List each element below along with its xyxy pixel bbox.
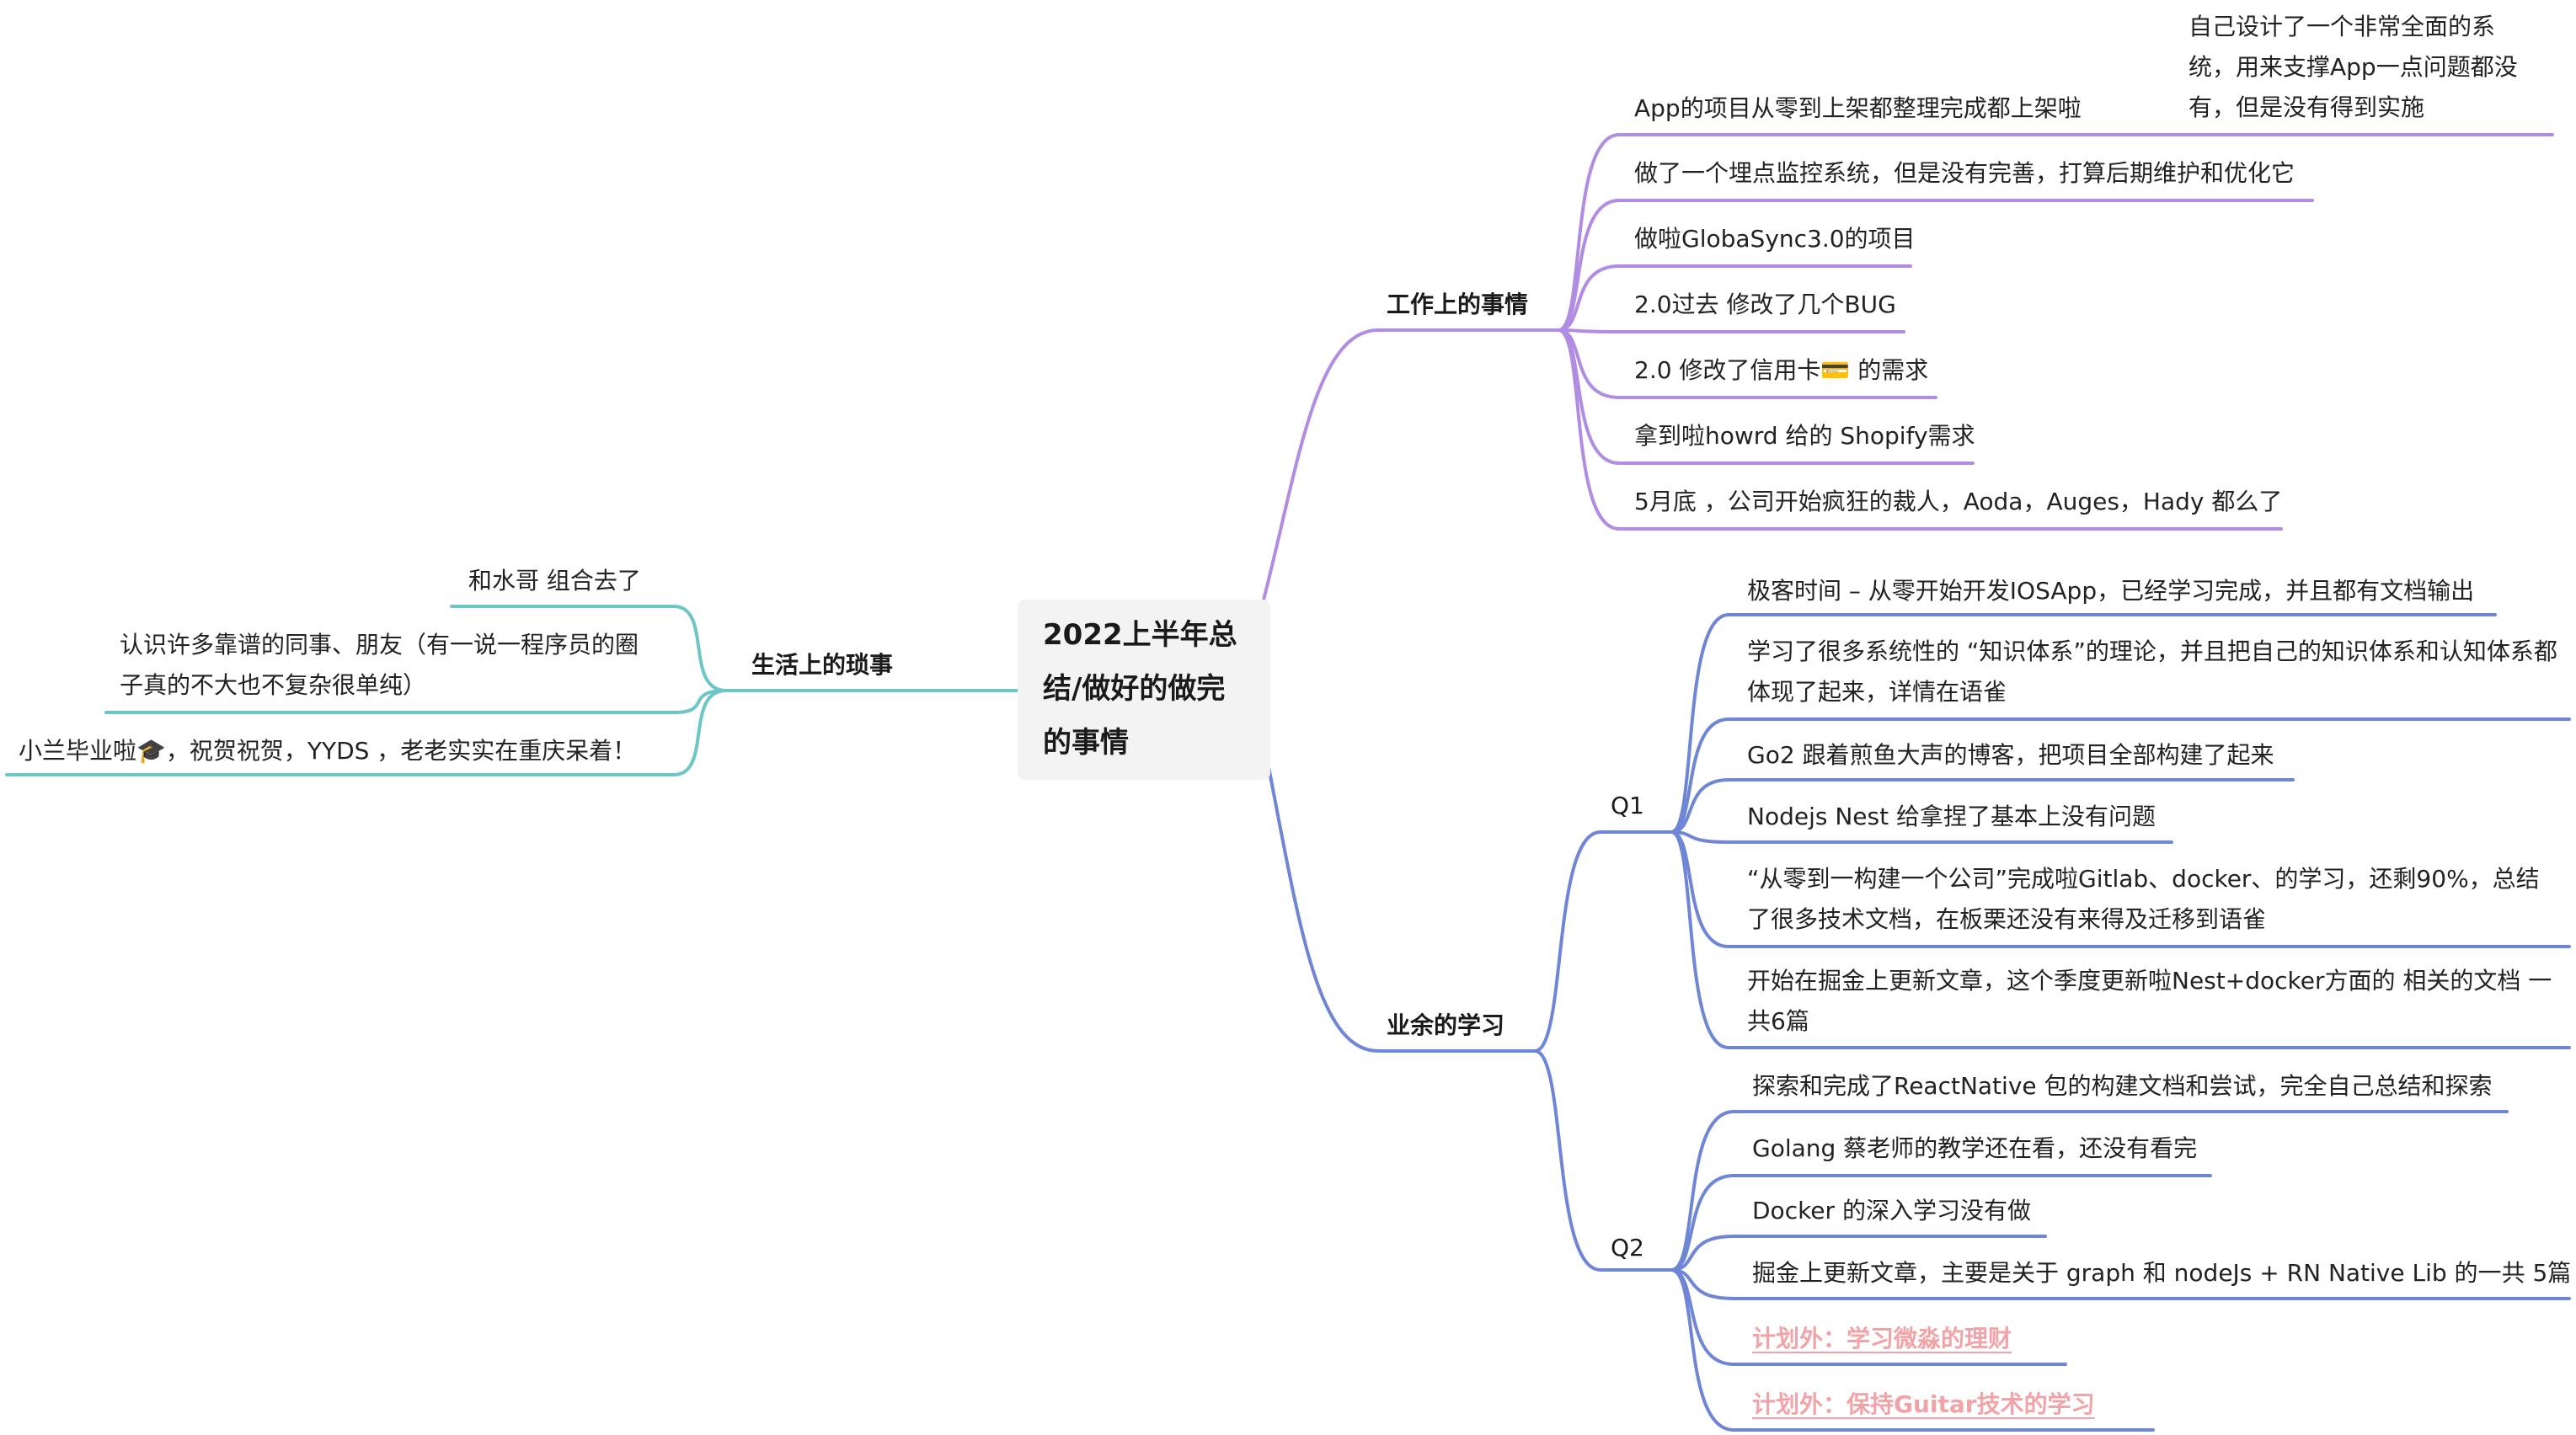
life-item-shuige[interactable]: 和水哥 组合去了: [468, 567, 641, 595]
q2-item-react-native[interactable]: 探索和完成了ReactNative 包的构建文档和尝试，完全自己总结和探索: [1752, 1072, 2493, 1100]
edge-life-item-2: [5, 689, 728, 776]
edge-q1-item-3: [1670, 830, 2173, 844]
edge-root-study: [1260, 731, 1537, 1053]
edge-life-item-0: [450, 605, 728, 692]
edge-q1-item-1: [1670, 718, 2571, 834]
work-item-app-release[interactable]: App的项目从零到上架都整理完成都上架啦: [1634, 94, 2082, 122]
edge-life-item-1: [104, 689, 728, 714]
edge-q1-item-2: [1670, 778, 2295, 834]
edge-q2-item-0: [1670, 1110, 2509, 1272]
work-item-bug-fixes[interactable]: 2.0过去 修改了几个BUG: [1634, 291, 1896, 318]
edge-work-item-3: [1557, 328, 1905, 333]
work-item-layoffs[interactable]: 5月底 ，公司开始疯狂的裁人，Aoda，Auges，Hady 都么了: [1634, 488, 2283, 515]
topic-q1[interactable]: Q1: [1611, 792, 1644, 819]
work-item-app-release-note[interactable]: 自己设计了一个非常全面的系统，用来支撑App一点问题都没有，但是没有得到实施: [2189, 13, 2518, 121]
q2-item-golang[interactable]: Golang 蔡老师的教学还在看，还没有看完: [1752, 1134, 2198, 1162]
work-item-credit-card[interactable]: 2.0 修改了信用卡💳 的需求: [1634, 356, 1929, 384]
life-item-graduation[interactable]: 小兰毕业啦🎓，祝贺祝贺，YYDS ，老老实实在重庆呆着！: [19, 737, 637, 765]
root-topic[interactable]: 2022上半年总结/做好的做完的事情: [1018, 600, 1270, 780]
edge-work-item-1: [1557, 199, 2314, 332]
q2-item-juejin-articles[interactable]: 掘金上更新文章，主要是关于 graph 和 nodeJs + RN Native…: [1752, 1259, 2572, 1287]
q2-item-docker[interactable]: Docker 的深入学习没有做: [1752, 1197, 2031, 1224]
branch-life[interactable]: 生活上的琐事: [751, 651, 894, 679]
q1-item-nest[interactable]: Nodejs Nest 给拿捏了基本上没有问题: [1747, 803, 2156, 830]
edge-study-q2: [1533, 1049, 1673, 1272]
q1-item-juejin-articles[interactable]: 开始在掘金上更新文章，这个季度更新啦Nest+docker方面的 相关的文档 一…: [1747, 967, 2552, 1035]
q2-plan-guitar[interactable]: 计划外：保持Guitar技术的学习: [1752, 1390, 2095, 1418]
q1-item-go2[interactable]: Go2 跟着煎鱼大声的博客，把项目全部构建了起来: [1747, 741, 2274, 769]
topic-q2[interactable]: Q2: [1611, 1234, 1644, 1262]
edge-q2-item-2: [1670, 1235, 2047, 1272]
edge-q2-item-3: [1670, 1268, 2571, 1300]
q2-plan-finance[interactable]: 计划外：学习微淼的理财: [1752, 1325, 2012, 1352]
edge-work-item-2: [1557, 264, 1912, 332]
edge-q1-item-0: [1670, 613, 2497, 834]
q1-item-knowledge-system[interactable]: 学习了很多系统性的 “知识体系”的理论，并且把自己的知识体系和认知体系都体现了起…: [1747, 637, 2557, 706]
q1-item-build-company[interactable]: “从零到一构建一个公司”完成啦Gitlab、docker、的学习，还剩90%，总…: [1747, 865, 2540, 933]
edge-q2-item-5: [1670, 1268, 2155, 1432]
branch-study[interactable]: 业余的学习: [1387, 1011, 1505, 1039]
work-item-tracking-system[interactable]: 做了一个埋点监控系统，但是没有完善，打算后期维护和优化它: [1634, 159, 2295, 187]
work-item-globasync[interactable]: 做啦GlobaSync3.0的项目: [1634, 225, 1916, 253]
edge-work-item-6: [1557, 328, 2283, 531]
edge-q1-item-5: [1670, 830, 2571, 1049]
edge-study-q1: [1533, 830, 1673, 1053]
work-item-shopify[interactable]: 拿到啦howrd 给的 Shopify需求: [1634, 422, 1975, 450]
branch-work[interactable]: 工作上的事情: [1387, 291, 1529, 318]
life-item-friends[interactable]: 认识许多靠谱的同事、朋友（有一说一程序员的圈子真的不大也不复杂很单纯）: [120, 631, 639, 699]
edge-root-work: [1260, 328, 1560, 608]
q1-item-ios-course[interactable]: 极客时间 – 从零开始开发IOSApp，已经学习完成，并且都有文档输出: [1747, 577, 2475, 605]
edge-q2-item-1: [1670, 1174, 2212, 1272]
edge-q1-item-4: [1670, 830, 2571, 948]
